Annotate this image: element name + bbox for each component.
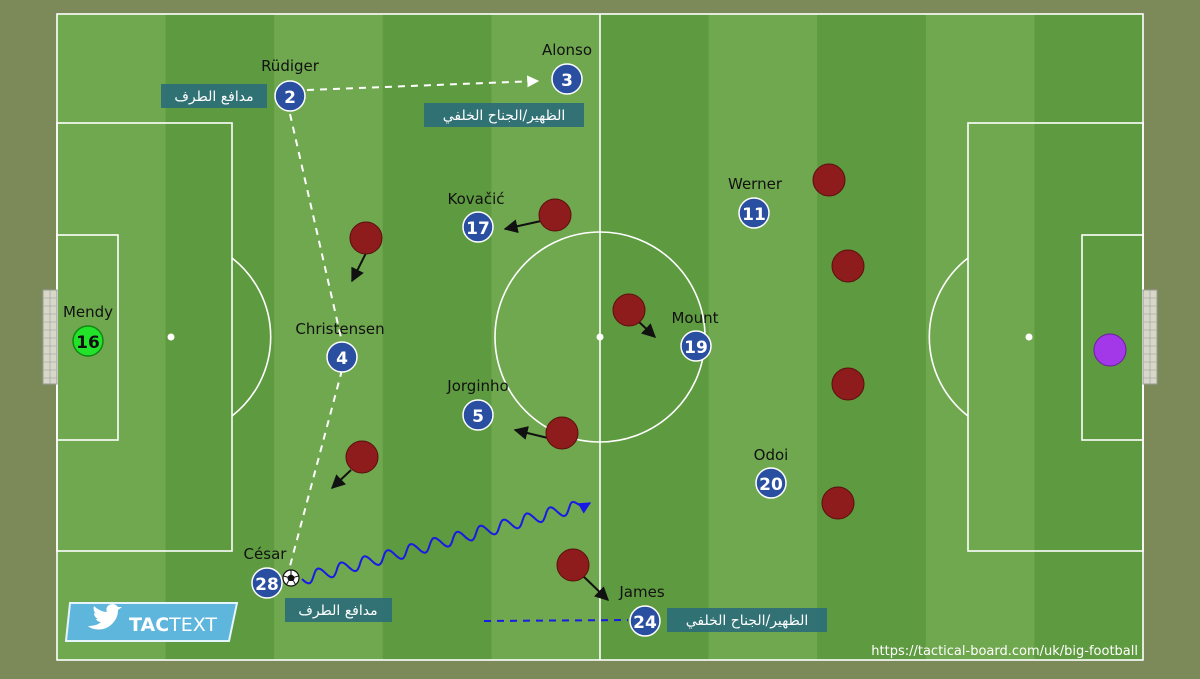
player-name: Mount — [671, 309, 718, 327]
grass-stripes — [57, 14, 1144, 660]
ball-icon[interactable] — [282, 569, 300, 587]
grass-stripe — [925, 14, 1035, 660]
role-label-box — [285, 598, 392, 622]
keeper-marker[interactable] — [72, 325, 104, 357]
player-marker[interactable] — [551, 63, 583, 95]
player-mendy[interactable]: 16 Mendy — [63, 303, 113, 357]
opponent-arrow-2 — [503, 219, 542, 234]
player-mount[interactable]: 19 Mount — [671, 309, 719, 362]
grass-stripe — [1034, 14, 1144, 660]
player-number: 17 — [466, 219, 490, 239]
player-name: James — [618, 583, 664, 601]
player-marker[interactable] — [680, 330, 712, 362]
opponent-marker — [612, 293, 646, 327]
role-label-rudiger: مدافع الطرف — [174, 89, 253, 105]
logo-text-text: TEXT — [168, 614, 217, 636]
player-name: César — [244, 545, 288, 563]
blue-dashed-line — [483, 619, 629, 622]
opponent-marker — [812, 163, 846, 197]
grass-stripe — [817, 14, 927, 660]
opponent-marker — [556, 548, 590, 582]
player-name: Kovačić — [448, 190, 505, 208]
opponent-marker — [345, 440, 379, 474]
opponent-arrow-1 — [351, 252, 367, 283]
opponent-arrow-4 — [513, 426, 549, 440]
role-label-box — [667, 608, 827, 632]
player-number: 16 — [76, 333, 100, 353]
player-kovacic[interactable]: 17 Kovačić — [448, 190, 505, 243]
player-marker[interactable] — [462, 211, 494, 243]
player-marker[interactable] — [274, 80, 306, 112]
role-label-alonso: الظهير/الجناح الخلفي — [443, 108, 566, 124]
player-marker[interactable] — [251, 567, 283, 599]
svg-text:TACTEXT: TACTEXT — [129, 614, 217, 636]
role-label-box — [161, 84, 267, 108]
center-spot — [596, 333, 604, 341]
player-christensen[interactable]: 4 Christensen — [295, 320, 385, 373]
role-labels: مدافع الطرف الظهير/الجناح الخلفي مدافع ا… — [161, 84, 827, 632]
opponent-marker — [538, 198, 572, 232]
player-number: 20 — [759, 475, 783, 495]
player-james[interactable]: 24 James — [618, 583, 665, 637]
role-label-cesar: مدافع الطرف — [298, 603, 377, 619]
role-label-james: الظهير/الجناح الخلفي — [686, 613, 809, 629]
player-name: Werner — [728, 175, 783, 193]
grass-stripe — [165, 14, 275, 660]
player-jorginho[interactable]: 5 Jorginho — [446, 377, 509, 431]
player-marker[interactable] — [462, 399, 494, 431]
player-cesar[interactable]: 28 César — [244, 545, 288, 599]
player-number: 28 — [255, 575, 279, 595]
opponent-marker — [545, 416, 579, 450]
footer-url: https://tactical-board.com/uk/big-footba… — [871, 644, 1138, 659]
player-name: Mendy — [63, 303, 113, 321]
opponent-marker — [821, 486, 855, 520]
player-marker[interactable] — [738, 197, 770, 229]
opponent-marker — [831, 367, 865, 401]
movement-lines — [289, 75, 657, 622]
tactext-logo: TACTEXT — [64, 602, 239, 642]
player-name: Rüdiger — [261, 57, 320, 75]
player-number: 4 — [336, 349, 348, 369]
opponent-keeper-marker — [1093, 333, 1127, 367]
player-number: 5 — [472, 407, 484, 427]
player-name: Jorginho — [446, 377, 508, 395]
player-name: Alonso — [542, 41, 592, 59]
role-label-box — [424, 103, 584, 127]
opponents — [345, 163, 1127, 582]
right-penalty-arc — [928, 257, 969, 417]
opponent-arrow-6 — [581, 574, 610, 601]
right-penalty-spot — [1025, 333, 1033, 341]
player-number: 3 — [561, 71, 573, 91]
player-werner[interactable]: 11 Werner — [728, 175, 783, 229]
player-name: Odoi — [754, 446, 789, 464]
left-goal — [42, 289, 58, 385]
player-number: 2 — [284, 88, 296, 108]
player-number: 11 — [742, 205, 766, 225]
left-penalty-arc — [231, 257, 272, 417]
player-number: 19 — [684, 338, 708, 358]
opponent-marker — [831, 249, 865, 283]
player-rudiger[interactable]: 2 Rüdiger — [261, 57, 320, 112]
opponent-arrow-5 — [330, 469, 352, 489]
dribble-run-line — [301, 500, 592, 585]
grass-stripe — [708, 14, 818, 660]
left-penalty-spot — [167, 333, 175, 341]
player-number: 24 — [633, 613, 657, 633]
player-name: Christensen — [295, 320, 384, 338]
twitter-bird-icon — [88, 603, 122, 630]
opponent-marker — [349, 221, 383, 255]
player-marker[interactable] — [755, 467, 787, 499]
opponent-arrow-3 — [637, 320, 657, 338]
player-marker[interactable] — [629, 605, 661, 637]
right-goal — [1142, 289, 1158, 385]
player-marker[interactable] — [326, 341, 358, 373]
player-alonso[interactable]: 3 Alonso — [542, 41, 592, 95]
grass-stripe — [274, 14, 384, 660]
logo-text-tac: TAC — [129, 614, 169, 636]
player-odoi[interactable]: 20 Odoi — [754, 446, 789, 499]
